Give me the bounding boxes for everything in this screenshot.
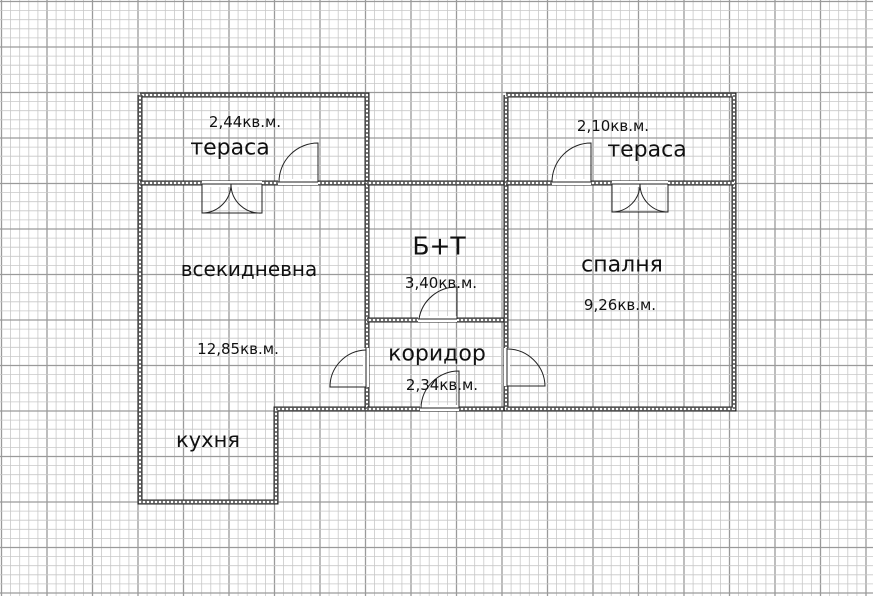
door-swing [201, 183, 263, 214]
door-swing [551, 142, 592, 183]
terrace-right-label: тераса [607, 137, 687, 163]
bathroom-area: 3,40кв.м. [404, 274, 478, 292]
door-swing [611, 183, 669, 213]
door-swing [329, 349, 367, 388]
living-room-label: всекидневна [180, 257, 318, 281]
doors [201, 142, 669, 411]
bathroom-label: Б+Т [412, 231, 466, 261]
living-room-area: 12,85кв.м. [197, 340, 279, 358]
terrace-left-area: 2,44кв.м. [208, 113, 282, 131]
wall-hatch [504, 93, 736, 411]
terrace-left-label: тераса [190, 135, 270, 161]
wall-hatch [140, 93, 369, 183]
corridor-label: коридор [388, 341, 486, 367]
door-swing [418, 286, 458, 320]
door-swing [420, 370, 460, 409]
door-swing [506, 348, 546, 387]
bedroom-label: спалня [581, 252, 663, 278]
terrace-right-area: 2,10кв.м. [576, 117, 650, 135]
kitchen-label: кухня [176, 428, 240, 452]
corridor-area: 2,34кв.м. [405, 376, 479, 394]
wall-inner [138, 95, 367, 504]
bedroom-area: 9,26кв.м. [583, 296, 657, 314]
door-swing [278, 142, 319, 183]
